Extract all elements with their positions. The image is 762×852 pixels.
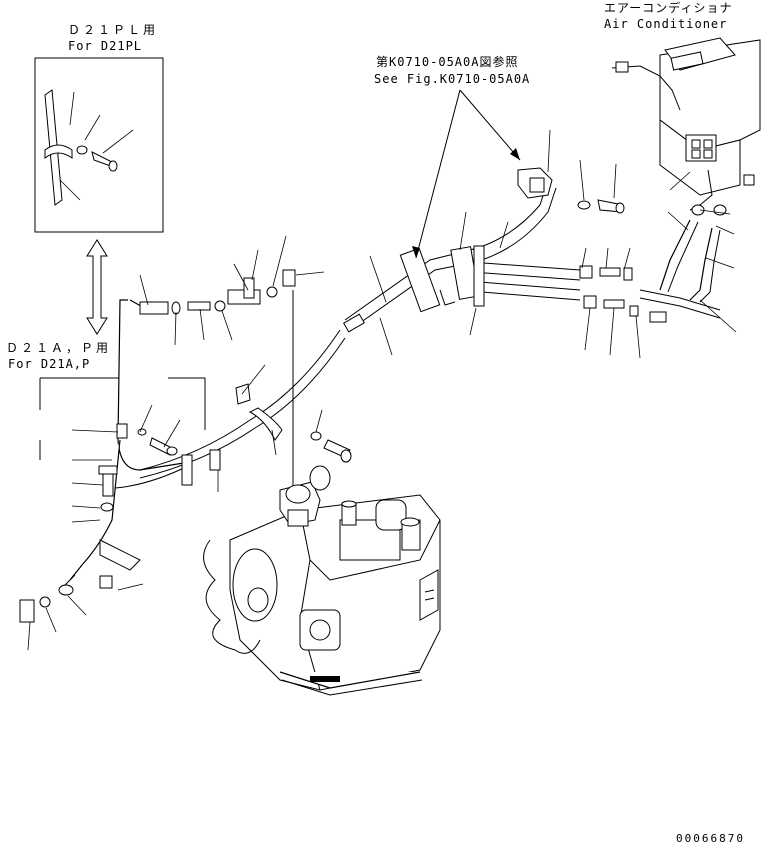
leader-lines-lower-left bbox=[27, 364, 323, 651]
drawing-number: 00066870 bbox=[676, 832, 745, 845]
hose-fittings-upper bbox=[139, 269, 296, 315]
lower-left-parts bbox=[19, 383, 352, 623]
d21pl-inset bbox=[34, 57, 164, 233]
see-fig-arrows bbox=[412, 89, 521, 259]
aircon-label-en: Air Conditioner bbox=[604, 17, 727, 31]
air-conditioner-unit bbox=[611, 37, 761, 333]
double-arrow-icon bbox=[86, 239, 108, 335]
see-fig-label-jp: 第K0710-05A0A図参照 bbox=[376, 54, 518, 69]
leader-lines-upper-left bbox=[139, 235, 325, 346]
aircon-label-jp: エアーコンディショナ bbox=[604, 0, 732, 15]
water-valve bbox=[517, 129, 625, 214]
d21ap-label-jp: Ｄ２１Ａ，Ｐ用 bbox=[6, 341, 111, 355]
d21pl-label-jp: Ｄ２１ＰＬ用 bbox=[68, 23, 158, 37]
see-fig-label-en: See Fig.K0710-05A0A bbox=[374, 72, 530, 86]
d21ap-label-en: For D21A,P bbox=[8, 357, 90, 371]
engine-illustration bbox=[203, 465, 441, 696]
d21pl-label-en: For D21PL bbox=[68, 39, 142, 53]
hose-fittings-right bbox=[369, 211, 641, 359]
heater-hose-assembly bbox=[59, 179, 581, 591]
